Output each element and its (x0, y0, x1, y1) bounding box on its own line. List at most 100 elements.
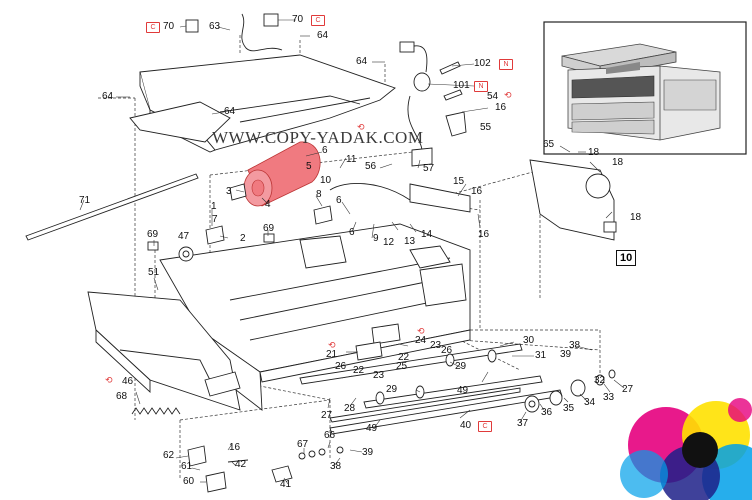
part-label: 33 (603, 392, 615, 403)
cycle-icon: ⟲ (328, 341, 336, 351)
cycle-icon: ⟲ (417, 327, 425, 337)
part-label: 30 (523, 335, 535, 346)
main-frame (87, 223, 471, 411)
shafts (299, 343, 563, 435)
part-label: 23 (373, 370, 385, 381)
part-label: 54 (487, 91, 499, 102)
part-label: 29 (455, 361, 467, 372)
part-label: 22 (353, 365, 365, 376)
part-label: 68 (116, 391, 128, 402)
part-label: 65 (543, 139, 555, 150)
part-label: 35 (563, 403, 575, 414)
part-label: 6 (336, 195, 342, 206)
part-label: 34 (584, 397, 596, 408)
part-label: 27 (622, 384, 634, 395)
assembly-reference-box: 10 (616, 250, 637, 266)
part-label: 102 (474, 58, 491, 69)
small-brackets (147, 182, 471, 361)
part-label: 16 (229, 442, 241, 453)
part-label: 40 (460, 420, 472, 431)
part-label: 64 (356, 56, 368, 67)
part-label: 62 (163, 450, 175, 461)
part-label: 3 (226, 186, 232, 197)
part-label: 15 (453, 176, 465, 187)
part-label: 11 (346, 154, 357, 165)
part-label: 69 (147, 229, 159, 240)
part-label: 55 (480, 122, 492, 133)
badge-c: C (146, 22, 160, 33)
badge-n: N (499, 59, 513, 70)
part-label: 28 (344, 403, 356, 414)
part-label: 49 (366, 423, 378, 434)
rail-71 (25, 173, 199, 241)
part-label: 29 (386, 384, 398, 395)
part-label: 16 (478, 229, 490, 240)
part-label: 42 (235, 459, 247, 470)
cycle-icon: ⟲ (357, 123, 365, 133)
part-label: 39 (362, 447, 374, 458)
spring-68 (131, 407, 181, 415)
part-label: 67 (297, 439, 309, 450)
part-label: 16 (471, 186, 483, 197)
part-label: 64 (224, 106, 236, 117)
part-label: 51 (148, 267, 160, 278)
badge-n: N (474, 81, 488, 92)
part-label: 18 (630, 212, 642, 223)
side-frame-10 (529, 159, 617, 241)
part-label: 18 (588, 147, 600, 158)
part-label: 9 (373, 233, 379, 244)
part-label: 70 (292, 14, 304, 25)
leader-lines (79, 19, 625, 485)
part-label: 23 (430, 340, 442, 351)
part-label: 7 (212, 214, 218, 225)
part-label: 2 (240, 233, 246, 244)
part-label: 27 (321, 410, 333, 421)
part-label: 64 (102, 91, 114, 102)
part-label: 8 (316, 189, 322, 200)
part-label: 41 (280, 479, 292, 490)
part-label: 21 (326, 349, 338, 360)
part-label: 18 (612, 157, 624, 168)
part-label: 13 (404, 236, 416, 247)
part-label: 38 (330, 461, 342, 472)
part-label: 56 (365, 161, 377, 172)
part-label: 49 (457, 385, 469, 396)
part-label: 61 (181, 461, 193, 472)
bottom-left-parts (187, 445, 344, 493)
top-cable-parts (185, 13, 467, 167)
part-label: 25 (396, 361, 408, 372)
part-label: 16 (495, 102, 507, 113)
part-label: 46 (122, 376, 134, 387)
decorative-circles-logo (620, 398, 752, 500)
part-label: 38 (569, 340, 581, 351)
part-label: 31 (535, 350, 547, 361)
top-cover (129, 54, 396, 153)
part-label: 39 (560, 349, 572, 360)
part-label: 14 (421, 229, 433, 240)
part-label: 71 (79, 195, 91, 206)
part-label: 32 (594, 375, 606, 386)
part-label: 22 (398, 352, 410, 363)
part-label: 26 (335, 361, 347, 372)
part-label: 66 (324, 430, 336, 441)
part-label: 5 (306, 161, 312, 172)
part-label: 36 (541, 407, 553, 418)
part-label: 4 (265, 199, 271, 210)
copier-inset (543, 21, 747, 155)
part-label: 37 (517, 418, 529, 429)
highlighted-roller (243, 141, 321, 207)
cycle-icon: ⟲ (504, 91, 512, 101)
part-label: 47 (178, 231, 190, 242)
part-label: 12 (383, 237, 395, 248)
part-label: 26 (441, 345, 453, 356)
watermark-text: WWW.COPY-YADAK.COM (212, 128, 424, 147)
badge-c: C (311, 15, 325, 26)
part-label: 6 (322, 145, 328, 156)
part-label: 101 (453, 80, 470, 91)
cycle-icon: ⟲ (105, 376, 113, 386)
badge-c: C (478, 421, 492, 432)
part-label: 63 (209, 21, 221, 32)
part-label: 6 (349, 227, 355, 238)
gears (524, 369, 616, 413)
